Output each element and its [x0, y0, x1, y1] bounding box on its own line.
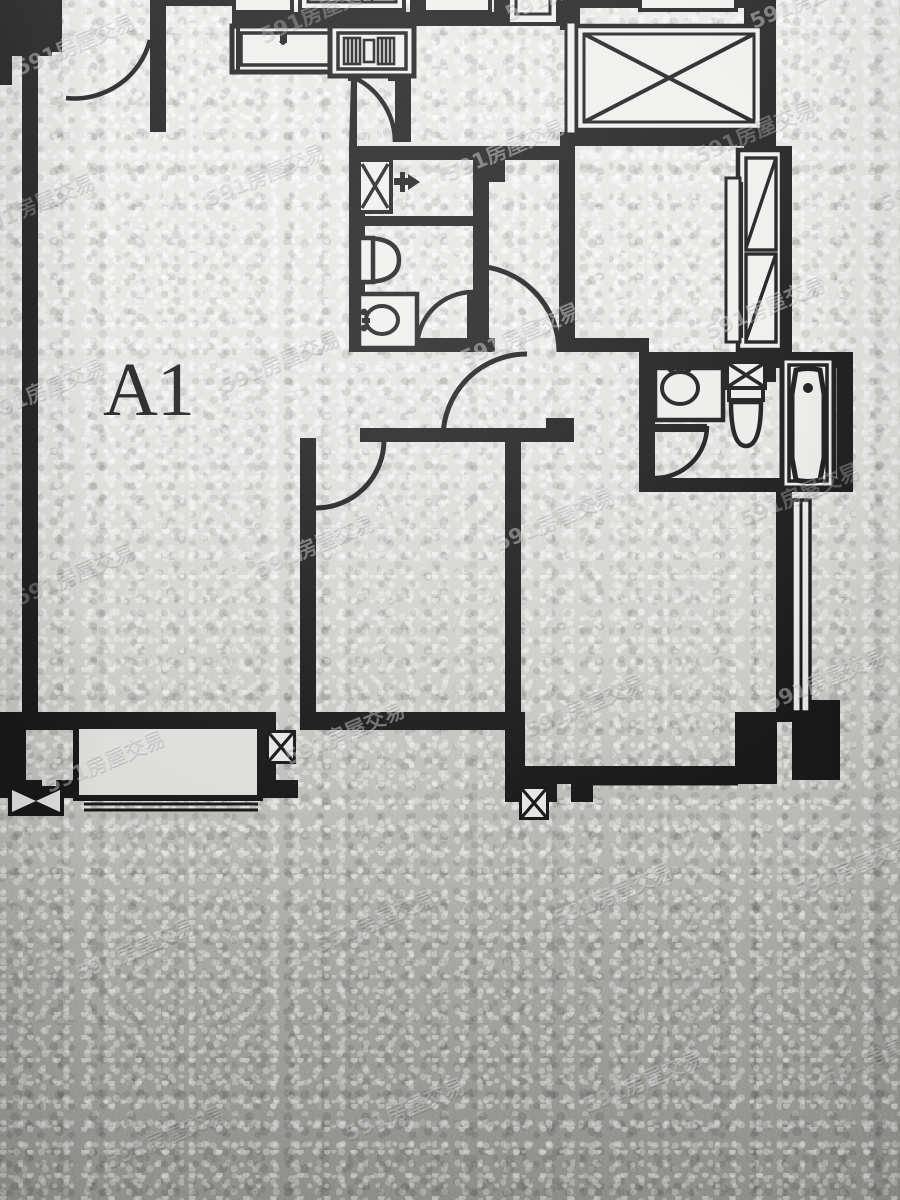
- entry-door-swing: [65, 39, 153, 101]
- bedroom-door-swing: [440, 351, 528, 439]
- toilet-fixture: [727, 386, 765, 449]
- washbasin-fixture: [356, 291, 420, 351]
- bedroom-window: [344, 714, 482, 730]
- toilet-fixture: [356, 235, 402, 285]
- bathtub-fixture: [779, 355, 837, 491]
- master-bathroom-fixtures: [652, 355, 837, 491]
- unit-label: A1: [103, 348, 195, 432]
- guest-bathroom-fixtures: [356, 158, 477, 351]
- kitchen-door-swing: [353, 75, 398, 143]
- kitchen-counter: [229, 0, 738, 81]
- fixture-linework: [65, 0, 837, 812]
- balcony-window: [73, 714, 263, 812]
- bedroom-center-door-swing: [315, 439, 387, 511]
- balcony-hatch: [564, 20, 765, 136]
- living-room-window: [572, 770, 738, 786]
- side-window: [790, 498, 812, 714]
- wardrobe-closet: [724, 147, 785, 353]
- hallway-door-swing: [472, 263, 562, 353]
